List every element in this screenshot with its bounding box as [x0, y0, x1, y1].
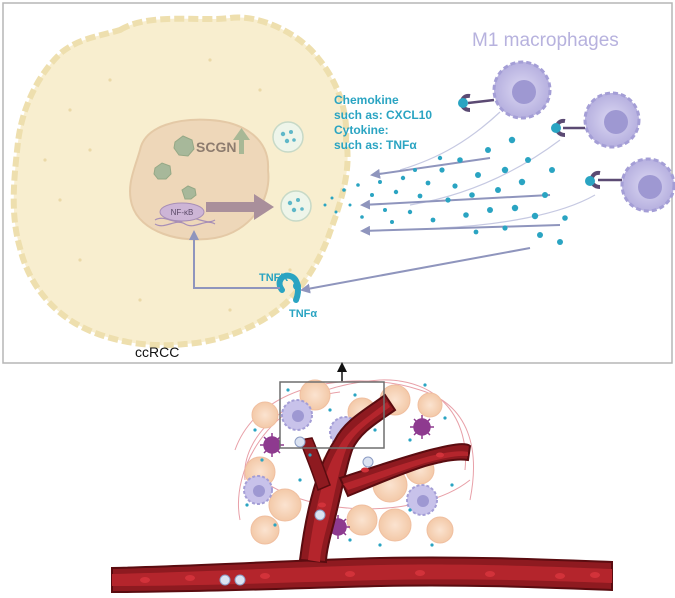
tnfr-receptor-icon [276, 272, 301, 303]
nfkb-label: NF-κB [171, 208, 194, 217]
chemokine-line2: such as: CXCL10 [334, 108, 432, 122]
macrophage-cell [458, 60, 552, 120]
chemokine-arrow-2 [360, 194, 551, 210]
tumor-microenvironment-illustration [111, 379, 613, 594]
scgn-up-arrow-icon [233, 128, 250, 154]
secretory-vesicle-lower [280, 190, 312, 222]
m1-macrophages-title: M1 macrophages [472, 30, 619, 51]
zoom-region-box [279, 381, 385, 449]
nfkb-complex [159, 202, 205, 222]
tnfa-label: TNFα [289, 308, 317, 320]
chemokine-arrow-3 [360, 224, 561, 236]
chemokine-arrow-1 [370, 157, 491, 179]
cytokine-line1: Cytokine: [334, 123, 389, 137]
cytokine-dots [323, 136, 568, 245]
tnfa-arrow [300, 247, 531, 294]
macrophage-cell [551, 91, 641, 149]
cytokine-line2: such as: TNFα [334, 138, 417, 152]
tnfr-signaling-arrow [189, 230, 280, 289]
transcription-arrow [206, 194, 274, 220]
scgn-label: SCGN [196, 139, 236, 155]
chemokine-line1: Chemokine [334, 93, 399, 107]
scgn-protein-icon [153, 135, 197, 200]
macrophage-cell [585, 157, 675, 213]
secretory-vesicle-upper [272, 121, 304, 153]
tnfr-label: TNFR [259, 272, 288, 284]
ccrcc-label: ccRCC [135, 344, 179, 360]
